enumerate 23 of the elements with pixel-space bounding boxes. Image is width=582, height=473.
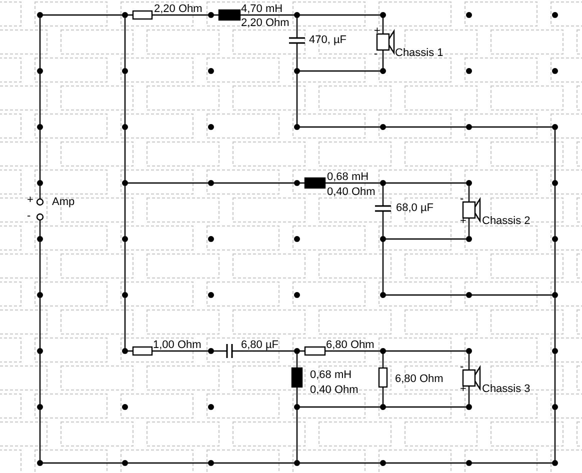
speaker-label: Chassis 3 xyxy=(482,383,530,395)
resistor-value: 2,20 Ohm xyxy=(154,3,202,15)
polarity-sign: - xyxy=(460,361,464,373)
capacitance-value: 6,80 µF xyxy=(241,339,279,351)
resistor-value: 6,80 Ohm xyxy=(395,373,444,385)
polarity-sign: + xyxy=(374,25,380,37)
polarity-sign: - xyxy=(460,193,464,205)
polarity-sign: - xyxy=(27,210,31,222)
resistor-value: 1,00 Ohm xyxy=(153,339,202,351)
polarity-sign: - xyxy=(374,48,378,60)
amp-label: Amp xyxy=(52,196,75,208)
resistance-value: 0,40 Ohm xyxy=(310,384,358,396)
speaker-label: Chassis 1 xyxy=(395,47,444,59)
inductance-value: 0,68 mH xyxy=(310,369,352,381)
inductance-value: 0,68 mH xyxy=(327,171,369,183)
capacitance-value: 68,0 µF xyxy=(396,202,434,214)
speaker-label: Chassis 2 xyxy=(482,215,530,227)
resistor-value: 6,80 Ohm xyxy=(326,339,374,351)
polarity-sign: + xyxy=(27,194,34,206)
inductance-value: 4,70 mH xyxy=(241,3,283,15)
capacitance-value: 470, µF xyxy=(309,34,347,46)
resistance-value: 2,20 Ohm xyxy=(241,17,290,29)
resistance-value: 0,40 Ohm xyxy=(327,186,376,198)
